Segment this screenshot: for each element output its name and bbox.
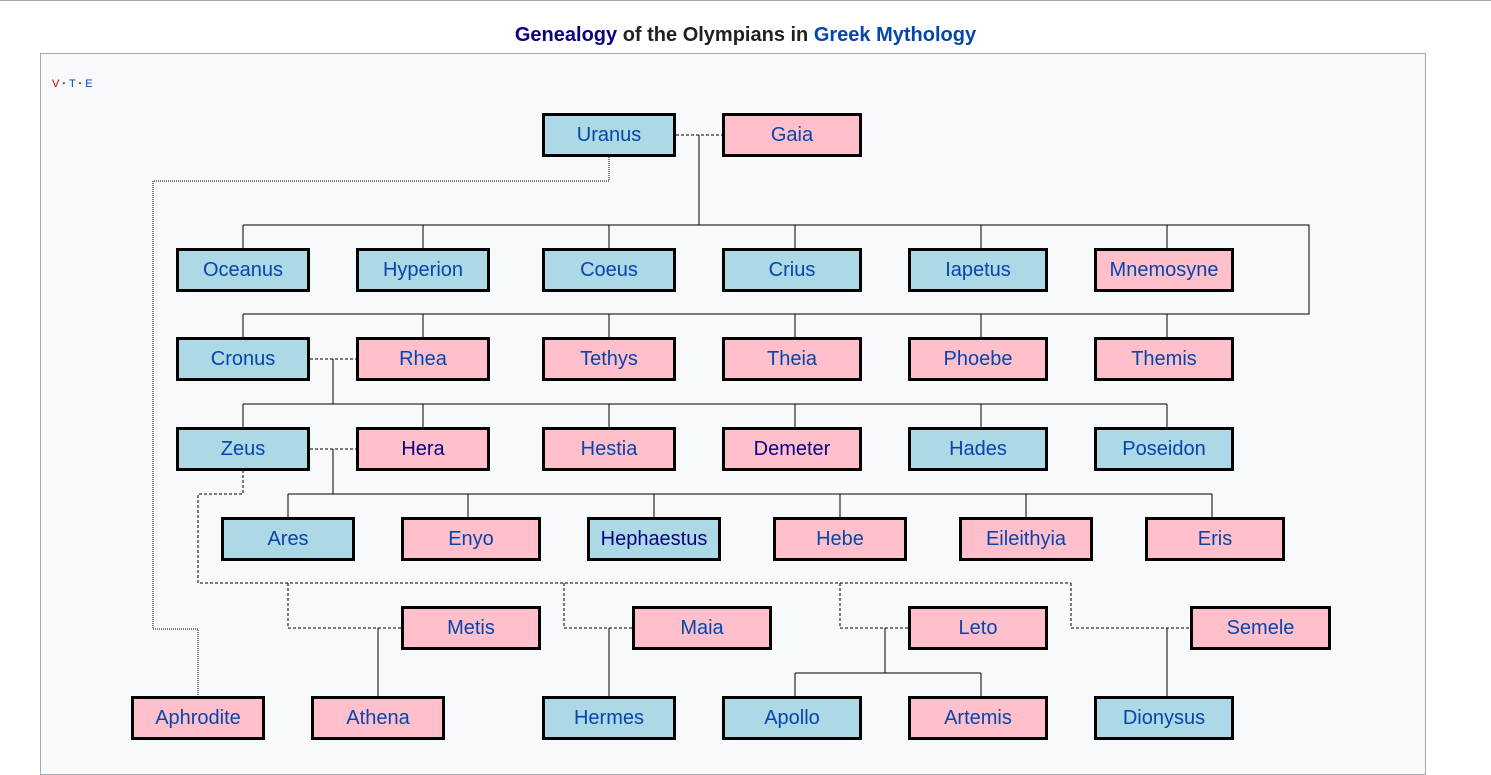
node-ares[interactable]: Ares [221,517,355,561]
zeus-hera-children-line [287,449,1213,518]
node-hades[interactable]: Hades [908,427,1048,471]
node-demeter[interactable]: Demeter [722,427,862,471]
node-eris[interactable]: Eris [1145,517,1285,561]
node-hebe[interactable]: Hebe [773,517,907,561]
node-hyperion[interactable]: Hyperion [356,248,490,292]
node-hephaestus[interactable]: Hephaestus [587,517,721,561]
node-zeus[interactable]: Zeus [176,427,310,471]
page-title: Genealogy of the Olympians in Greek Myth… [0,24,1491,47]
titans-descent-line [242,135,1310,338]
edit-link[interactable]: E [85,78,93,90]
greek-mythology-link[interactable]: Greek Mythology [813,24,977,46]
vte-links: V · T · E [52,78,93,90]
genealogy-link[interactable]: Genealogy [514,24,618,46]
node-cronus[interactable]: Cronus [176,337,310,381]
node-semele[interactable]: Semele [1190,606,1331,650]
node-hestia[interactable]: Hestia [542,427,676,471]
title-text: of the Olympians in [617,24,814,46]
navbox-panel [40,53,1426,775]
node-athena[interactable]: Athena [311,696,445,740]
node-eileithyia[interactable]: Eileithyia [959,517,1093,561]
talk-link[interactable]: T [68,78,76,90]
node-hera[interactable]: Hera [356,427,490,471]
node-apollo[interactable]: Apollo [722,696,862,740]
node-themis[interactable]: Themis [1094,337,1234,381]
top-rule [0,0,1491,1]
node-oceanus[interactable]: Oceanus [176,248,310,292]
node-uranus[interactable]: Uranus [542,113,676,157]
node-maia[interactable]: Maia [632,606,772,650]
node-artemis[interactable]: Artemis [908,696,1048,740]
node-aphrodite[interactable]: Aphrodite [131,696,265,740]
node-gaia[interactable]: Gaia [722,113,862,157]
node-metis[interactable]: Metis [401,606,541,650]
node-crius[interactable]: Crius [722,248,862,292]
node-theia[interactable]: Theia [722,337,862,381]
node-coeus[interactable]: Coeus [542,248,676,292]
node-mnemosyne[interactable]: Mnemosyne [1094,248,1234,292]
node-tethys[interactable]: Tethys [542,337,676,381]
apollo-artemis-descent-line [794,628,982,697]
node-hermes[interactable]: Hermes [542,696,676,740]
node-iapetus[interactable]: Iapetus [908,248,1048,292]
node-dionysus[interactable]: Dionysus [1094,696,1234,740]
node-enyo[interactable]: Enyo [401,517,541,561]
zeus-consorts-line [197,470,1191,629]
node-leto[interactable]: Leto [908,606,1048,650]
view-link[interactable]: V [52,78,60,90]
node-poseidon[interactable]: Poseidon [1094,427,1234,471]
uranus-aphrodite-line [152,157,610,697]
node-rhea[interactable]: Rhea [356,337,490,381]
olympians-descent-line [242,359,1168,428]
node-phoebe[interactable]: Phoebe [908,337,1048,381]
